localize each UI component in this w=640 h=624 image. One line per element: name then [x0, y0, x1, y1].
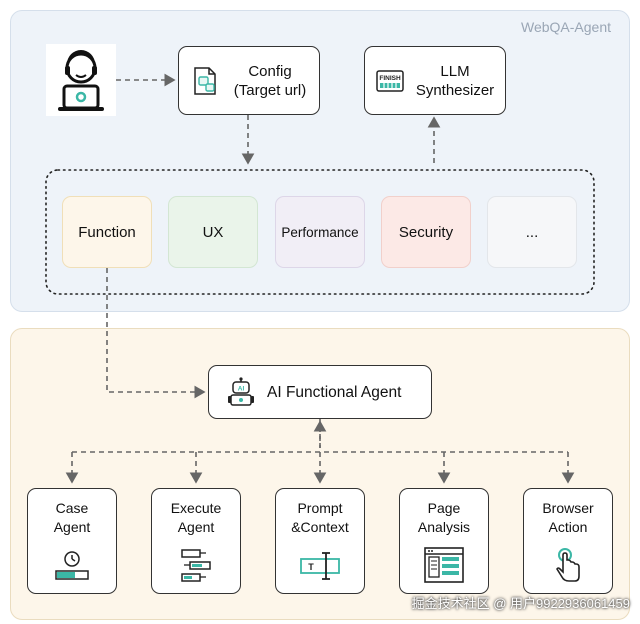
arrow-function-to-ai-agent [106, 268, 206, 399]
agent-label: Prompt &Context [291, 500, 349, 535]
config-file-icon [194, 66, 216, 95]
config-label: Config (Target url) [233, 62, 307, 99]
agent-label: Case Agent [53, 500, 91, 535]
user-node [46, 44, 116, 116]
agent-label: Execute Agent [170, 500, 222, 535]
chip-label: ... [525, 223, 539, 241]
svg-text:FINISH: FINISH [379, 75, 401, 82]
browser-action-node: Browser Action [523, 488, 613, 594]
robot-icon: AI [228, 377, 254, 406]
llm-label: LLM Synthesizer [415, 62, 495, 99]
workflow-blocks-icon [181, 549, 211, 582]
execute-agent-node: Execute Agent [151, 488, 241, 594]
chip-function: Function [62, 196, 152, 268]
case-agent-node: Case Agent [27, 488, 117, 594]
chip-label: UX [202, 223, 224, 241]
chip-more: ... [487, 196, 577, 268]
page-analysis-node: Page Analysis [399, 488, 489, 594]
user-laptop-icon [58, 50, 104, 111]
config-node: Config (Target url) [178, 46, 320, 115]
chip-performance: Performance [275, 196, 365, 268]
chip-label: Performance [281, 224, 359, 240]
timer-progress-icon [55, 551, 89, 580]
chip-label: Security [398, 223, 454, 241]
svg-text:T: T [308, 562, 314, 572]
pointer-hand-icon [556, 548, 580, 582]
chip-label: Function [78, 223, 136, 241]
ai-agent-label: AI Functional Agent [267, 383, 402, 401]
chip-security: Security [381, 196, 471, 268]
agent-label: Browser Action [542, 500, 594, 535]
llm-synthesizer-node: FINISH LLM Synthesizer [364, 46, 506, 115]
webpage-layout-icon [424, 547, 464, 583]
agent-label: Page Analysis [417, 500, 471, 535]
ai-functional-agent-node: AI AI Functional Agent [208, 365, 432, 419]
watermark-text: 掘金技术社区 @ 用户9922936061459 [411, 596, 630, 611]
chip-ux: UX [168, 196, 258, 268]
panel-title: WebQA-Agent [520, 19, 611, 35]
text-cursor-icon: T [300, 552, 340, 580]
prompt-context-node: Prompt &Context T [275, 488, 365, 594]
dimension-group-border [45, 169, 595, 295]
finish-flag-icon: FINISH [376, 69, 404, 92]
svg-text:AI: AI [238, 386, 245, 393]
